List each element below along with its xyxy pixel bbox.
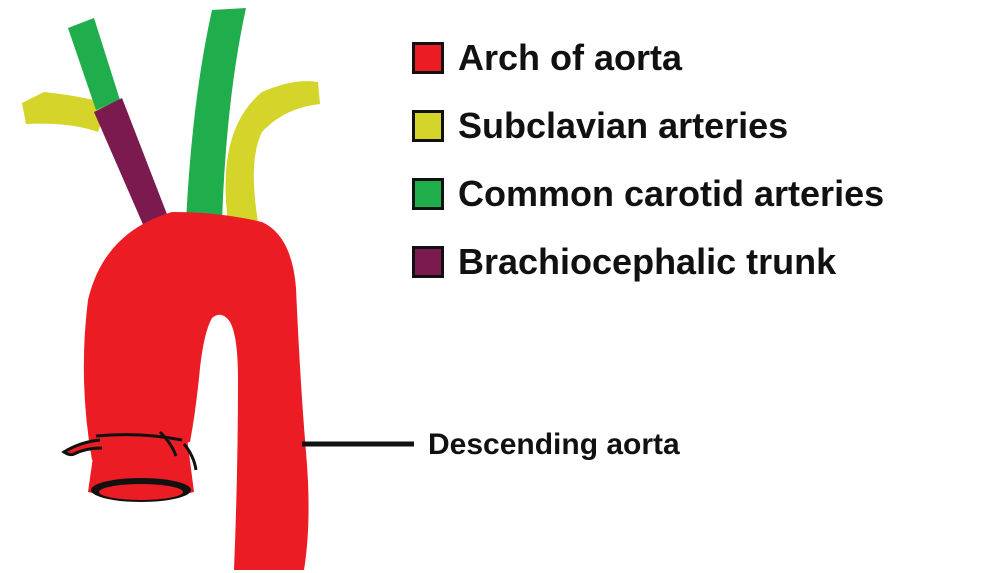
legend-swatch-carotid [412,178,444,210]
legend-swatch-subclavian [412,110,444,142]
aortic-root-opening-inner [99,484,183,500]
legend-swatch-brachiocephalic [412,246,444,278]
legend-swatch-arch [412,42,444,74]
descending-aorta-label: Descending aorta [428,426,680,464]
legend-label-carotid: Common carotid arteries [458,172,884,216]
legend-label-brachiocephalic: Brachiocephalic trunk [458,240,836,284]
legend-label-arch: Arch of aorta [458,36,682,80]
brachiocephalic-trunk [94,98,170,236]
arch-of-aorta [84,212,309,570]
legend-label-subclavian: Subclavian arteries [458,104,788,148]
right-common-carotid-artery [68,18,120,110]
left-subclavian-artery [226,81,320,222]
